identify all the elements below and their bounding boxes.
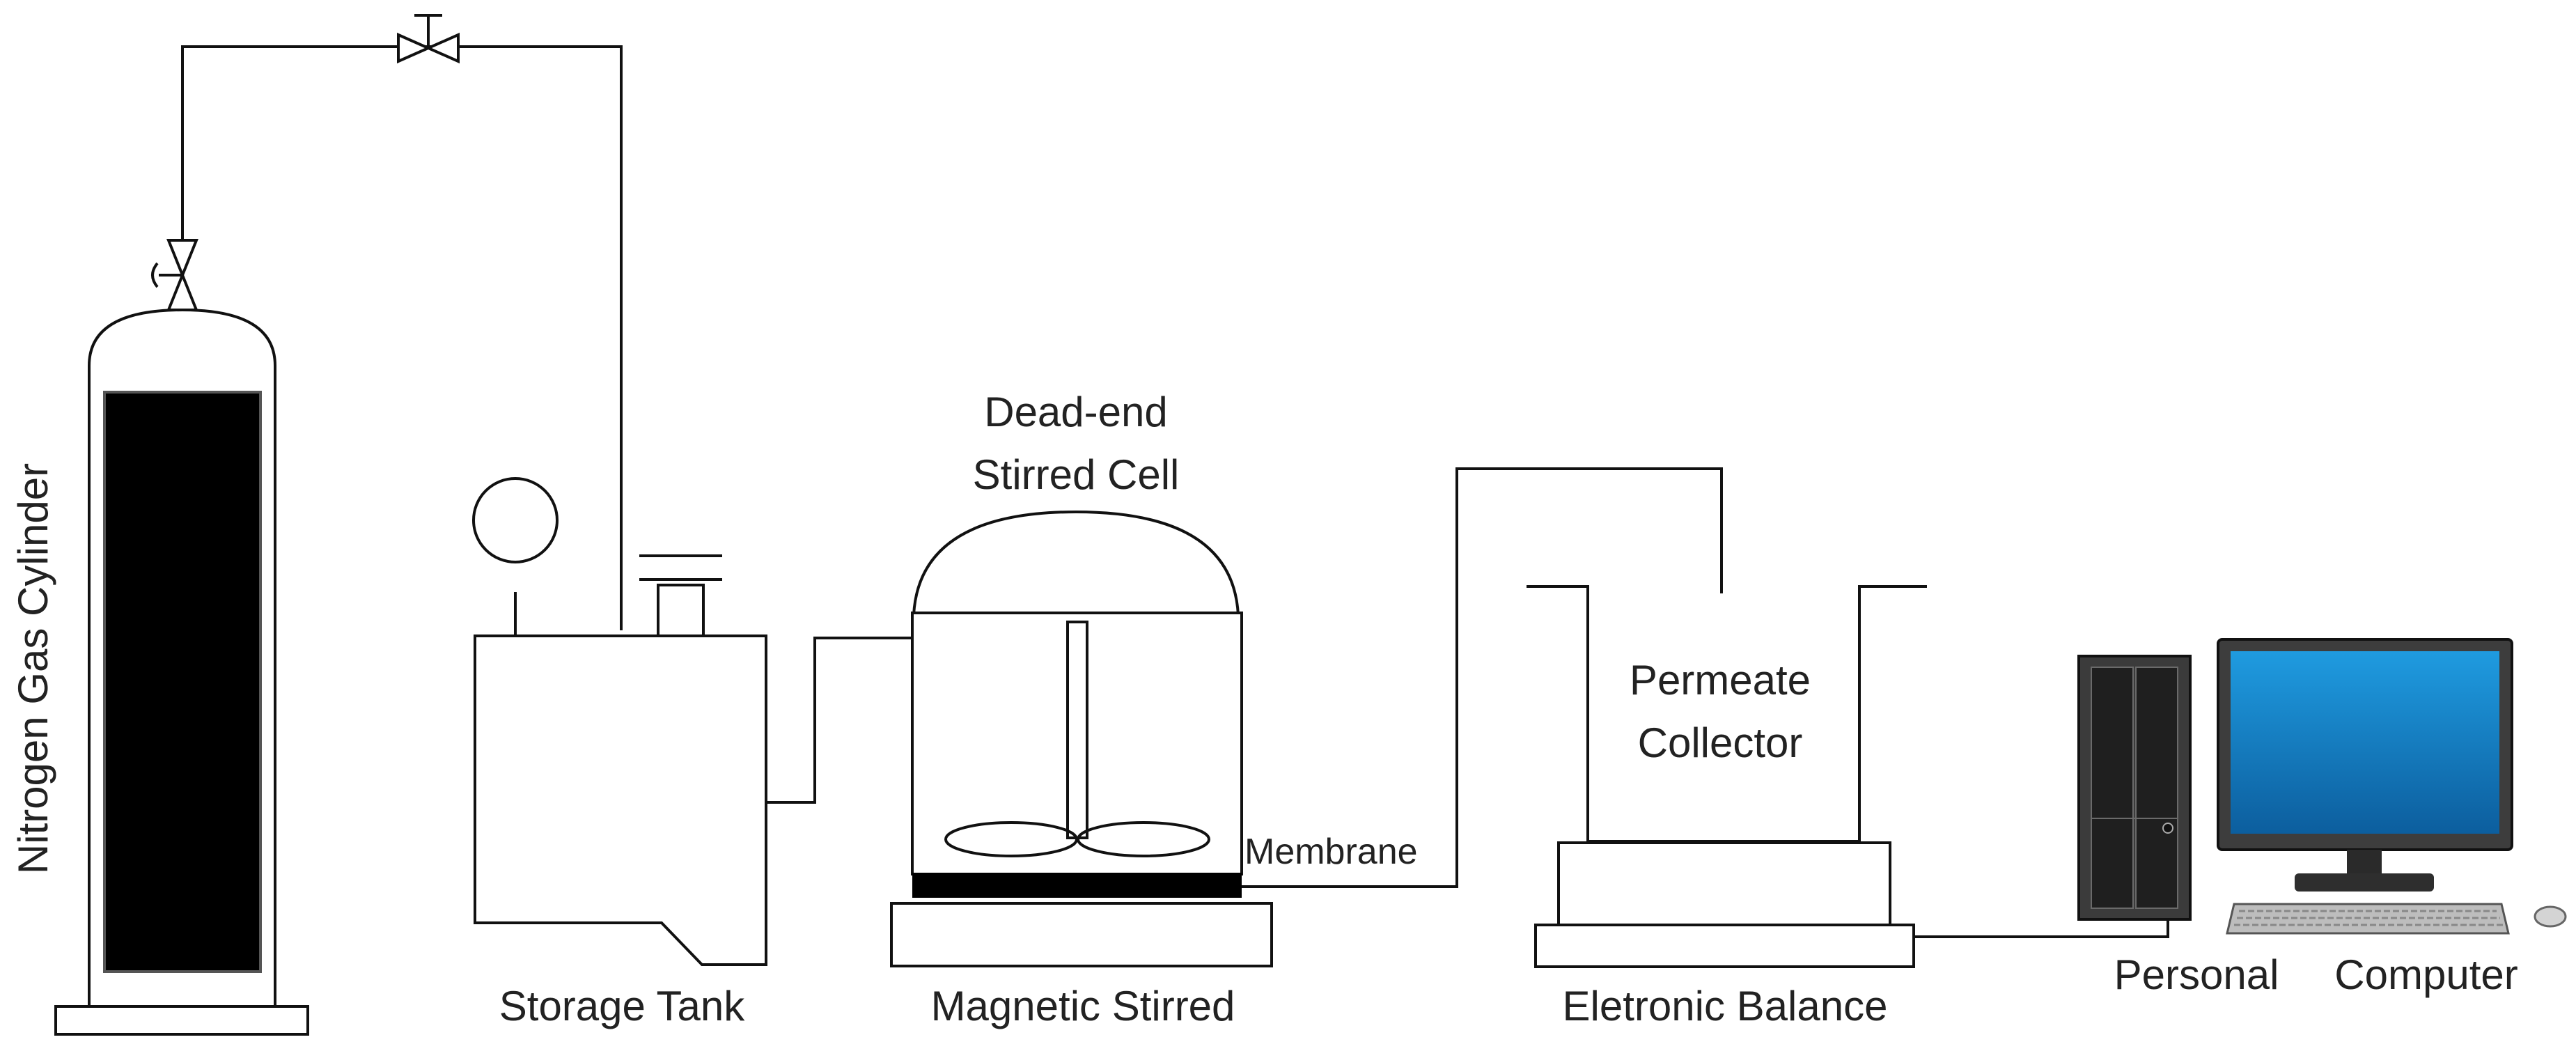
permeate-line-cell-to-collector — [1242, 467, 1723, 888]
pc-label-computer: Computer — [2334, 951, 2518, 998]
pressure-gauge-icon — [472, 477, 559, 563]
magnetic-stirrer-label: Magnetic Stirred — [931, 983, 1235, 1029]
balance-pan — [1557, 841, 1891, 926]
cylinder-label: Nitrogen Gas Cylinder — [10, 463, 56, 874]
electronic-balance[interactable] — [1534, 841, 1915, 968]
membrane-label: Membrane — [1244, 832, 1418, 872]
storage-tank-label: Storage Tank — [499, 983, 745, 1029]
keyboard-icon[interactable] — [2226, 903, 2510, 935]
stirrer-blade-right — [1077, 821, 1210, 857]
stirred-cell-label-line1: Dead-end — [984, 389, 1168, 435]
membrane — [912, 873, 1242, 898]
pc-tower-icon[interactable] — [2077, 655, 2192, 921]
balance-label: Eletronic Balance — [1563, 983, 1888, 1029]
pc-label-personal: Personal — [2114, 951, 2279, 998]
mouse-icon[interactable] — [2534, 905, 2567, 928]
stirrer-shaft — [1066, 621, 1088, 839]
tank-body — [474, 635, 767, 966]
cell-dome — [912, 510, 1240, 616]
stirred-cell-label-line2: Stirred Cell — [973, 451, 1180, 498]
cylinder-label-panel — [103, 391, 262, 973]
magnetic-stirrer-base[interactable] — [890, 902, 1273, 967]
nitrogen-gas-cylinder[interactable] — [54, 308, 309, 1036]
balance-base — [1534, 924, 1915, 968]
permeate-collector-label-line2: Collector — [1638, 719, 1803, 766]
valve-icon[interactable] — [151, 239, 198, 311]
monitor-stand — [2295, 873, 2434, 892]
line-tank-to-cell — [766, 637, 912, 804]
monitor-screen — [2231, 651, 2499, 834]
valve-icon[interactable] — [397, 14, 460, 64]
cylinder-base — [54, 1005, 309, 1036]
storage-tank[interactable] — [472, 477, 767, 966]
monitor-icon[interactable] — [2217, 638, 2513, 892]
permeate-collector-label-line1: Permeate — [1630, 657, 1811, 703]
dead-end-stirred-cell[interactable] — [911, 510, 1243, 898]
permeate-collector[interactable] — [1527, 585, 1927, 843]
collector-vessel — [1527, 585, 1927, 843]
tank-port — [657, 584, 705, 637]
monitor-neck — [2347, 850, 2382, 875]
